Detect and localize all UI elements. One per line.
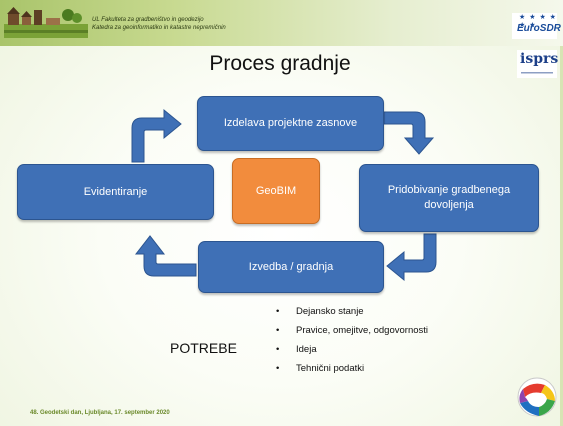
list-item: Dejansko stanje <box>276 305 428 324</box>
isprs-logo-text: isprs <box>520 51 559 67</box>
header-band <box>0 0 563 46</box>
header-text: UL Fakulteta za gradbeništvo in geodezij… <box>92 16 226 32</box>
slide-title: Proces gradnje <box>209 52 351 75</box>
eurosdr-stars: ★ ★ ★ ★ ★ ★ <box>519 14 557 29</box>
geobim-center-box: GeoBIM <box>232 158 320 224</box>
step-right-label: Pridobivanje gradbenega dovoljenja <box>387 184 511 211</box>
eurosdr-logo: ★ ★ ★ ★ ★ ★ EuroSDR <box>512 13 561 39</box>
header-line-department: Katedra za geoinformatiko in katastre ne… <box>92 25 226 31</box>
potrebe-heading: POTREBE <box>170 340 237 356</box>
step-bottom-box: Izvedba / gradnja <box>198 241 384 293</box>
arrow-top-to-right-icon <box>383 111 435 155</box>
arrow-left-to-top-icon <box>131 108 182 163</box>
eurosdr-logo-text: EuroSDR <box>517 23 561 34</box>
globe-logo-icon <box>517 377 557 417</box>
list-item: Pravice, omejitve, odgovornosti <box>276 324 428 343</box>
faculty-logo-icon <box>4 7 88 38</box>
footer-text: 48. Geodetski dan, Ljubljana, 17. septem… <box>30 410 170 416</box>
step-bottom-label: Izvedba / gradnja <box>248 260 334 273</box>
step-left-label: Evidentiranje <box>83 185 148 198</box>
isprs-logo: isprs <box>517 50 559 78</box>
arrow-right-to-bottom-icon <box>386 233 437 282</box>
step-top-box: Izdelava projektne zasnove <box>197 96 384 151</box>
step-right-box: Pridobivanje gradbenega dovoljenja <box>359 164 539 232</box>
header-line-faculty: UL Fakulteta za gradbeništvo in geodezij… <box>92 17 204 23</box>
right-edge-strip <box>560 46 563 426</box>
list-item: Tehnični podatki <box>276 362 428 381</box>
step-top-label: Izdelava projektne zasnove <box>223 117 358 129</box>
geobim-label: GeoBIM <box>255 184 297 197</box>
isprs-tagline-mark <box>521 72 553 74</box>
list-item: Ideja <box>276 343 428 362</box>
arrow-bottom-to-left-icon <box>134 235 197 277</box>
step-left-box: Evidentiranje <box>17 164 214 220</box>
needs-list: Dejansko stanje Pravice, omejitve, odgov… <box>276 305 428 381</box>
